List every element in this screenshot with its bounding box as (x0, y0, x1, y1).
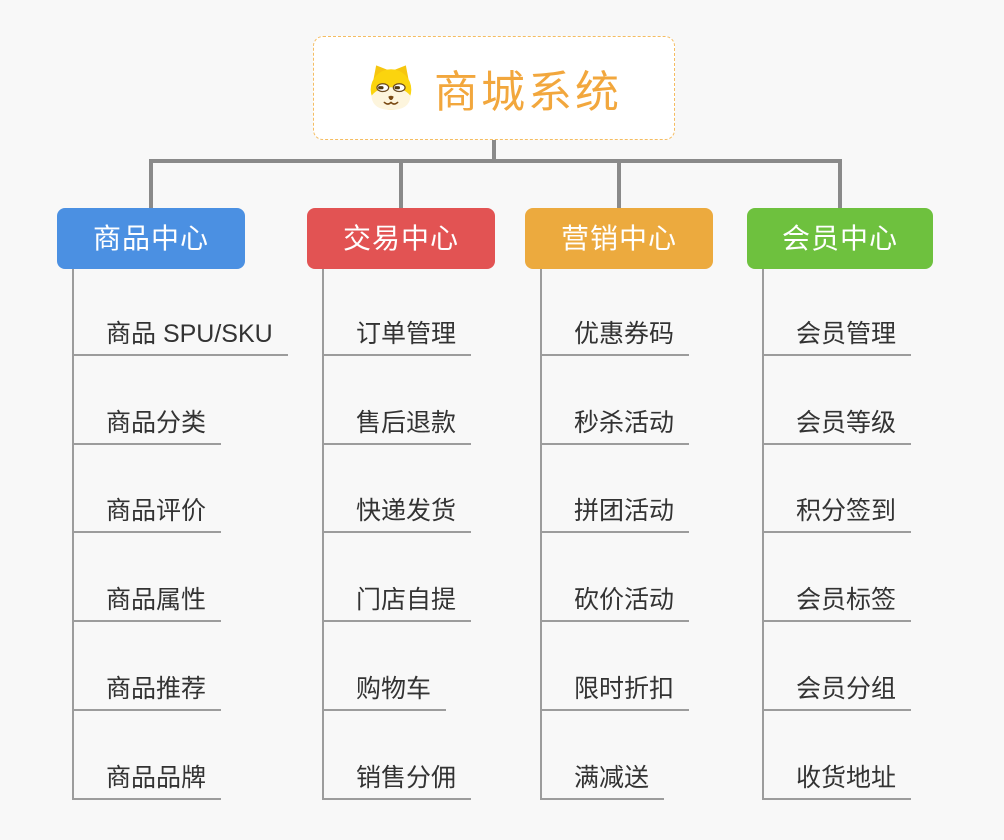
leaf-item-member-center-5[interactable]: 收货地址 (762, 763, 912, 800)
leaf-item-member-center-3[interactable]: 会员标签 (762, 585, 912, 622)
leaf-item-trade-center-3[interactable]: 门店自提 (322, 585, 472, 622)
connector-drop-product-center (149, 159, 153, 208)
connector-children-product-center (72, 269, 74, 800)
dog-icon (370, 65, 412, 110)
leaf-item-marketing-center-4[interactable]: 限时折扣 (540, 674, 690, 711)
root-title: 商城系统 (434, 68, 622, 117)
connector-bus (149, 159, 842, 163)
branch-node-marketing-center[interactable]: 营销中心 (525, 208, 713, 269)
branch-node-product-center[interactable]: 商品中心 (57, 208, 245, 269)
leaf-item-marketing-center-0[interactable]: 优惠券码 (540, 319, 690, 356)
leaf-item-product-center-2[interactable]: 商品评价 (72, 496, 222, 533)
leaf-item-product-center-5[interactable]: 商品品牌 (72, 763, 222, 800)
connector-drop-trade-center (399, 159, 403, 208)
leaf-item-trade-center-4[interactable]: 购物车 (322, 674, 447, 711)
connector-drop-marketing-center (617, 159, 621, 208)
leaf-item-trade-center-2[interactable]: 快递发货 (322, 496, 472, 533)
connector-children-member-center (762, 269, 764, 800)
leaf-item-member-center-1[interactable]: 会员等级 (762, 408, 912, 445)
connector-drop-member-center (838, 159, 842, 208)
root-node[interactable]: 商城系统 (313, 36, 675, 140)
leaf-item-member-center-2[interactable]: 积分签到 (762, 496, 912, 533)
connector-children-marketing-center (540, 269, 542, 800)
leaf-item-trade-center-5[interactable]: 销售分佣 (322, 763, 472, 800)
leaf-item-product-center-1[interactable]: 商品分类 (72, 408, 222, 445)
connector-children-trade-center (322, 269, 324, 800)
connector-root-drop (492, 140, 496, 163)
leaf-item-marketing-center-2[interactable]: 拼团活动 (540, 496, 690, 533)
leaf-item-product-center-4[interactable]: 商品推荐 (72, 674, 222, 711)
leaf-item-member-center-4[interactable]: 会员分组 (762, 674, 912, 711)
leaf-item-product-center-0[interactable]: 商品 SPU/SKU (72, 319, 288, 356)
leaf-item-marketing-center-5[interactable]: 满减送 (540, 763, 665, 800)
leaf-item-product-center-3[interactable]: 商品属性 (72, 585, 222, 622)
branch-node-member-center[interactable]: 会员中心 (747, 208, 933, 269)
branch-node-trade-center[interactable]: 交易中心 (307, 208, 495, 269)
leaf-item-marketing-center-1[interactable]: 秒杀活动 (540, 408, 690, 445)
leaf-item-trade-center-1[interactable]: 售后退款 (322, 408, 472, 445)
leaf-item-marketing-center-3[interactable]: 砍价活动 (540, 585, 690, 622)
leaf-item-trade-center-0[interactable]: 订单管理 (322, 319, 472, 356)
leaf-item-member-center-0[interactable]: 会员管理 (762, 319, 912, 356)
